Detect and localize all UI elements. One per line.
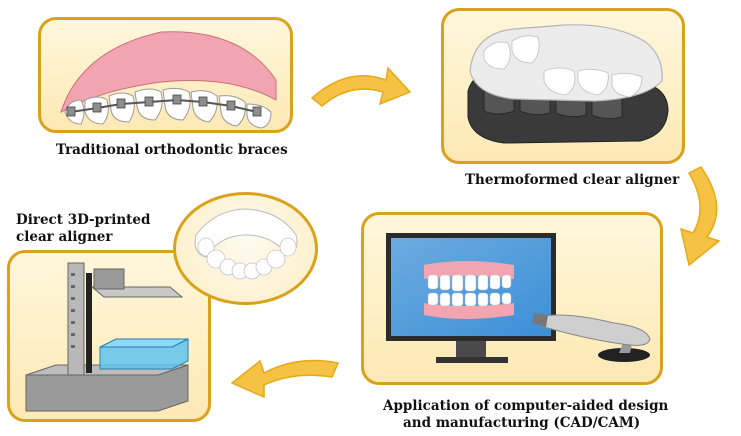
- thermo-caption: Thermoformed clear aligner: [465, 172, 680, 188]
- arrow-right-icon: [310, 66, 412, 107]
- arrow-down-icon: [679, 166, 721, 267]
- printer-illustration: [25, 262, 189, 412]
- cadcam-panel: [361, 212, 663, 385]
- printed-caption-line2: clear aligner: [16, 229, 113, 245]
- printed-aligner-illustration: [194, 208, 298, 280]
- thermo-aligner-illustration: [467, 24, 669, 144]
- braces-panel: [38, 17, 293, 133]
- printed-caption-line1: Direct 3D-printed: [16, 212, 151, 228]
- arrow-left-icon: [230, 359, 340, 399]
- cadcam-illustration: [386, 233, 651, 363]
- cadcam-caption-line2: and manufacturing (CAD/CAM): [403, 415, 641, 431]
- thermo-panel: [441, 8, 685, 164]
- printer-panel: [7, 250, 211, 422]
- printed-aligner-circle: [173, 192, 318, 305]
- cadcam-caption-line1: Application of computer-aided design: [383, 398, 669, 414]
- braces-caption: Traditional orthodontic braces: [56, 142, 288, 158]
- braces-illustration: [60, 31, 277, 129]
